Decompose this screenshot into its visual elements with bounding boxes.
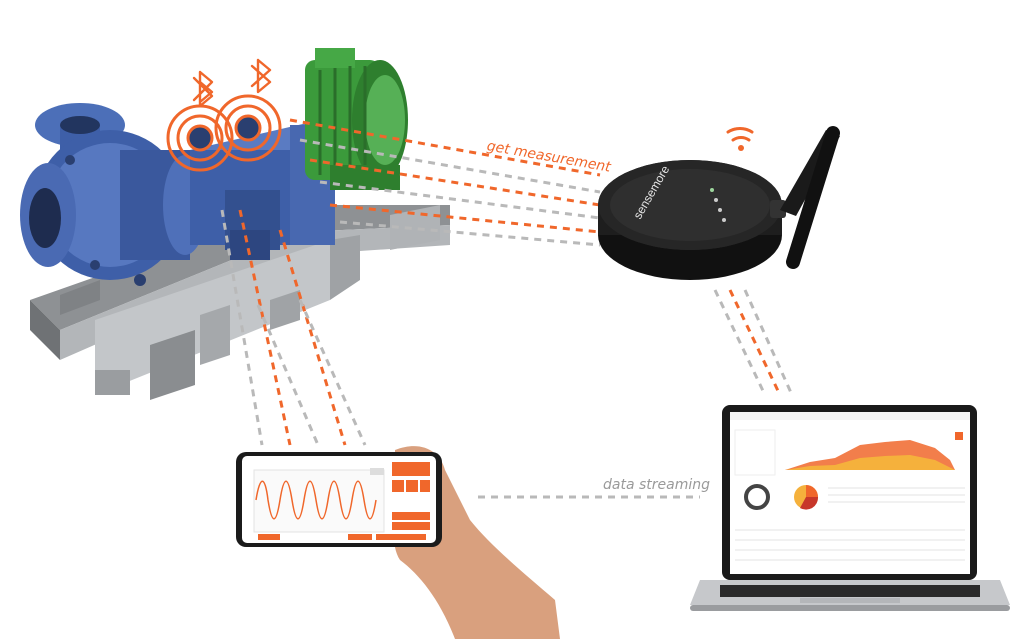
data-streaming-label: data streaming — [603, 477, 711, 493]
vibration-waveform — [255, 480, 377, 520]
steel-frame — [30, 205, 450, 400]
vibration-sensor-2 — [214, 94, 282, 162]
gateway-laptop-arrows — [713, 289, 794, 396]
phone-arrows — [220, 209, 367, 446]
wifi-icon — [726, 127, 754, 151]
pump-assembly — [20, 48, 450, 400]
bearing-housing — [190, 120, 340, 260]
gateway-device: sensemore — [598, 126, 840, 280]
pump-casing — [20, 103, 207, 286]
laptop — [690, 405, 1010, 611]
bluetooth-icon — [192, 70, 214, 108]
smartphone — [236, 446, 560, 639]
motor — [305, 48, 408, 190]
measurement-arrows — [289, 118, 601, 247]
vibration-sensor-1 — [166, 104, 234, 172]
bluetooth-icon — [250, 58, 272, 94]
